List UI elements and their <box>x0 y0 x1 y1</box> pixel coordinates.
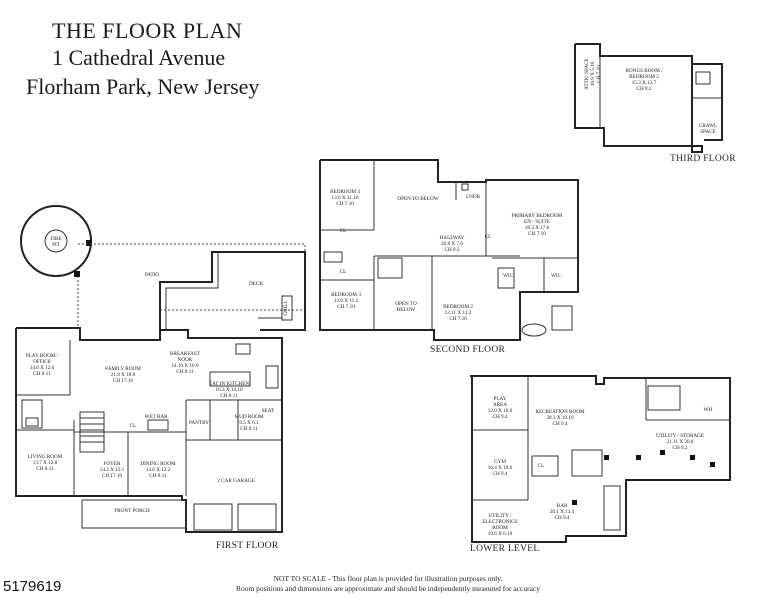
garage-door <box>237 503 277 531</box>
fire-pit-center <box>44 229 68 253</box>
powder-room <box>21 399 43 429</box>
lower-level-walls <box>470 375 731 543</box>
sink <box>235 343 251 355</box>
laundry <box>461 183 469 191</box>
closet <box>531 455 559 477</box>
room-label-first-17: CL <box>130 423 137 429</box>
floor-label-third: THIRD FLOOR <box>670 154 736 164</box>
disclaimer: NOT TO SCALE - This floor plan is provid… <box>0 574 776 594</box>
room-label-second-9: WIC <box>551 273 562 279</box>
room-label-first-4: WET BAR <box>144 414 168 420</box>
patio-post <box>86 240 92 246</box>
first-floor-walls <box>15 327 283 533</box>
primary-tub <box>521 323 547 337</box>
room-label-second-8: WIC <box>503 273 514 279</box>
room-label-first-16: SEAT <box>262 408 275 414</box>
shower <box>695 71 711 85</box>
room-label-first-11: PATIO <box>145 272 159 278</box>
room-label-second-10: CL <box>340 228 347 234</box>
lower-level-plan <box>470 375 731 543</box>
floor-label-second: SECOND FLOOR <box>430 345 505 355</box>
primary-shower <box>551 305 573 331</box>
room-label-second-11: CL <box>340 269 347 275</box>
shower <box>497 267 515 289</box>
room-label-first-15: PANTRY <box>189 420 209 426</box>
front-porch <box>81 499 187 529</box>
wet-bar-counter <box>147 419 169 431</box>
patio-outline <box>78 243 306 311</box>
room-label-second-2: LNDR <box>466 194 481 200</box>
lower-stairs <box>571 449 603 477</box>
room-label-lower-5: CL <box>538 463 545 469</box>
disclaimer-line-1: NOT TO SCALE - This floor plan is provid… <box>273 574 503 583</box>
garage-door <box>193 503 233 531</box>
room-label-first-10: FRONT PORCH <box>114 508 150 514</box>
room-label-first-9: 2 CAR GARAGE <box>217 478 254 484</box>
deck-rail <box>165 252 219 330</box>
room-label-second-12: CL <box>485 234 492 240</box>
listing-id: 5179619 <box>3 578 62 595</box>
room-label-first-12: DECK <box>249 281 263 287</box>
bathroom <box>647 385 681 411</box>
property-address: 1 Cathedral Avenue <box>52 45 226 70</box>
property-town: Florham Park, New Jersey <box>26 74 260 99</box>
room-label-lower-2: WH <box>704 407 713 413</box>
floor-label-lower: LOWER LEVEL <box>470 544 540 554</box>
tub <box>323 251 343 263</box>
kitchen-island <box>209 371 251 387</box>
foyer-stairs <box>79 411 105 453</box>
third-floor-plan <box>574 43 723 153</box>
third-floor-bath <box>692 63 723 141</box>
first-floor-plan <box>15 205 306 533</box>
second-floor-walls <box>319 159 579 341</box>
grill <box>281 295 293 321</box>
room-label-second-1: OPEN TO BELOW <box>397 196 438 202</box>
deck-outline <box>159 251 306 331</box>
stairs <box>377 257 403 279</box>
floor-label-first: FIRST FLOOR <box>216 541 279 551</box>
room-label-first-13: GRILL <box>283 300 289 315</box>
patio-post <box>74 271 80 277</box>
plan-title: THE FLOOR PLAN <box>52 18 243 43</box>
room-label-third-1: ATTIC SPACE18.9 X 5.10CH 7.10 <box>584 58 602 90</box>
third-floor-walls <box>574 43 703 153</box>
second-floor-plan <box>319 159 579 341</box>
bar-counter <box>603 485 621 531</box>
disclaimer-line-2: Room positions and dimensions are approx… <box>235 584 541 593</box>
range <box>265 365 279 389</box>
